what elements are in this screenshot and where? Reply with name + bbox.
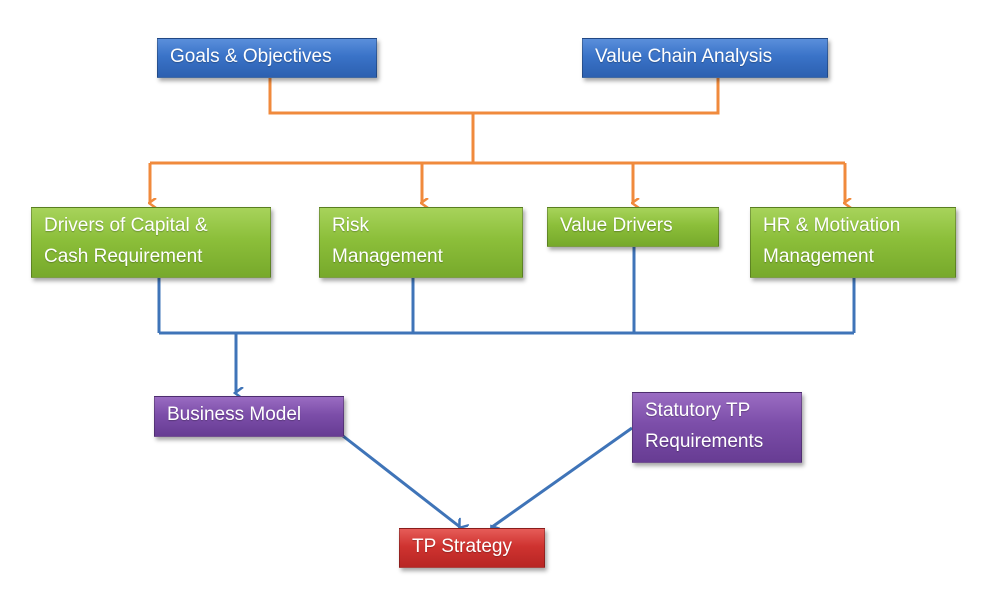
node-hr-motivation: HR & Motivation Management	[750, 207, 956, 278]
node-label-line-2: Requirements	[645, 431, 764, 452]
node-label-line-1: HR & Motivation	[763, 215, 901, 236]
node-goals-objectives: Goals & Objectives	[157, 38, 377, 78]
goals-connector	[268, 78, 720, 115]
node-value-drivers: Value Drivers	[547, 207, 719, 247]
node-label: Value Drivers	[560, 215, 673, 236]
node-label: Business Model	[167, 404, 302, 425]
node-label: TP Strategy	[412, 536, 512, 557]
arrow-statutory-to-strategy	[492, 426, 633, 527]
node-label-line-1: Risk	[332, 215, 369, 236]
node-label-line-2: Management	[332, 246, 443, 267]
node-label: Goals & Objectives	[170, 46, 332, 67]
node-business-model: Business Model	[154, 396, 344, 437]
node-risk-management: Risk Management	[319, 207, 523, 278]
node-label-line-1: Drivers of Capital &	[44, 215, 208, 236]
node-value-chain-analysis: Value Chain Analysis	[582, 38, 828, 78]
arrow-business-to-strategy	[342, 434, 460, 527]
node-label: Value Chain Analysis	[595, 46, 773, 67]
orange-connector-group	[150, 78, 845, 203]
node-drivers-of-capital: Drivers of Capital & Cash Requirement	[31, 207, 271, 278]
node-tp-strategy: TP Strategy	[399, 528, 545, 568]
node-label-line-2: Cash Requirement	[44, 246, 203, 267]
blue-connector-group	[157, 246, 856, 527]
node-label-line-1: Statutory TP	[645, 400, 751, 421]
node-label-line-2: Management	[763, 246, 874, 267]
node-statutory-tp-requirements: Statutory TP Requirements	[632, 392, 802, 463]
